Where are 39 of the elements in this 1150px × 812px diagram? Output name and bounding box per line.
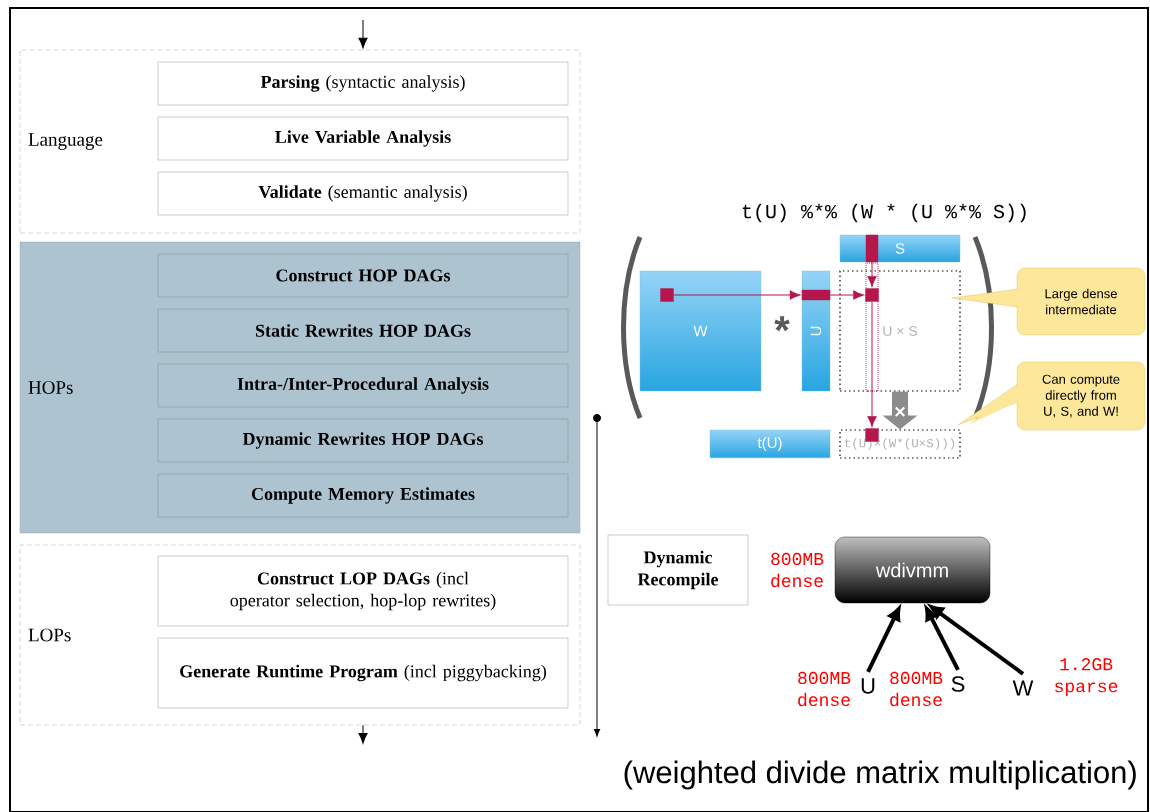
- highlight-marker: [865, 288, 879, 302]
- expression-text: t(U) %*% (W * (U %*% S)): [742, 203, 1026, 223]
- size-annotation: 800MB dense: [771, 552, 824, 588]
- input-label: U: [861, 678, 875, 694]
- arrow: [867, 301, 877, 427]
- process-box: Compute Memory Estimates: [157, 473, 569, 518]
- process-box: Construct LOP DAGs (incl operator selection, hop-lop rewrites): [157, 555, 569, 627]
- process-box: Parsing (syntactic analysis): [157, 61, 569, 106]
- input-label: W: [1012, 680, 1034, 696]
- process-box: Validate (semantic analysis): [157, 171, 569, 216]
- callout-bubble: Large dense intermediate: [951, 267, 1146, 336]
- highlight-marker: [660, 288, 674, 302]
- arrow: [358, 724, 368, 744]
- matrix-block: t(U): [709, 429, 831, 459]
- arrow: [358, 19, 368, 49]
- caption: (weighted divide matrix multiplication): [624, 760, 1136, 790]
- operator-symbol: *: [774, 316, 790, 332]
- result-block: t(U)×(W*(U×S))): [839, 429, 961, 459]
- process-box: Generate Runtime Program (incl piggybacking): [157, 637, 569, 709]
- matrix-block: U: [801, 270, 831, 392]
- callout-bubble: Can compute directly from U, S, and W!: [957, 361, 1146, 431]
- matrix-block: W: [639, 270, 762, 392]
- arrow: [673, 290, 801, 300]
- edge-label: ×: [895, 406, 905, 417]
- size-annotation: 800MB dense: [798, 671, 851, 707]
- result-block: U × S: [839, 270, 961, 392]
- process-box: Dynamic Recompile: [607, 534, 749, 606]
- size-annotation: 1.2GB sparse: [1055, 658, 1118, 696]
- input-label: S: [951, 676, 965, 692]
- process-box: Dynamic Rewrites HOP DAGs: [157, 418, 569, 463]
- process-box: Static Rewrites HOP DAGs: [157, 308, 569, 353]
- arrow: [867, 261, 877, 287]
- arrow: [829, 290, 864, 300]
- process-box: Intra-/Inter-Procedural Analysis: [157, 363, 569, 408]
- highlight-marker: [865, 234, 879, 263]
- process-box: Live Variable Analysis: [157, 116, 569, 161]
- size-annotation: 800MB dense: [890, 671, 943, 707]
- process-box: Construct HOP DAGs: [157, 253, 569, 298]
- operator-box: wdivmm: [834, 536, 991, 604]
